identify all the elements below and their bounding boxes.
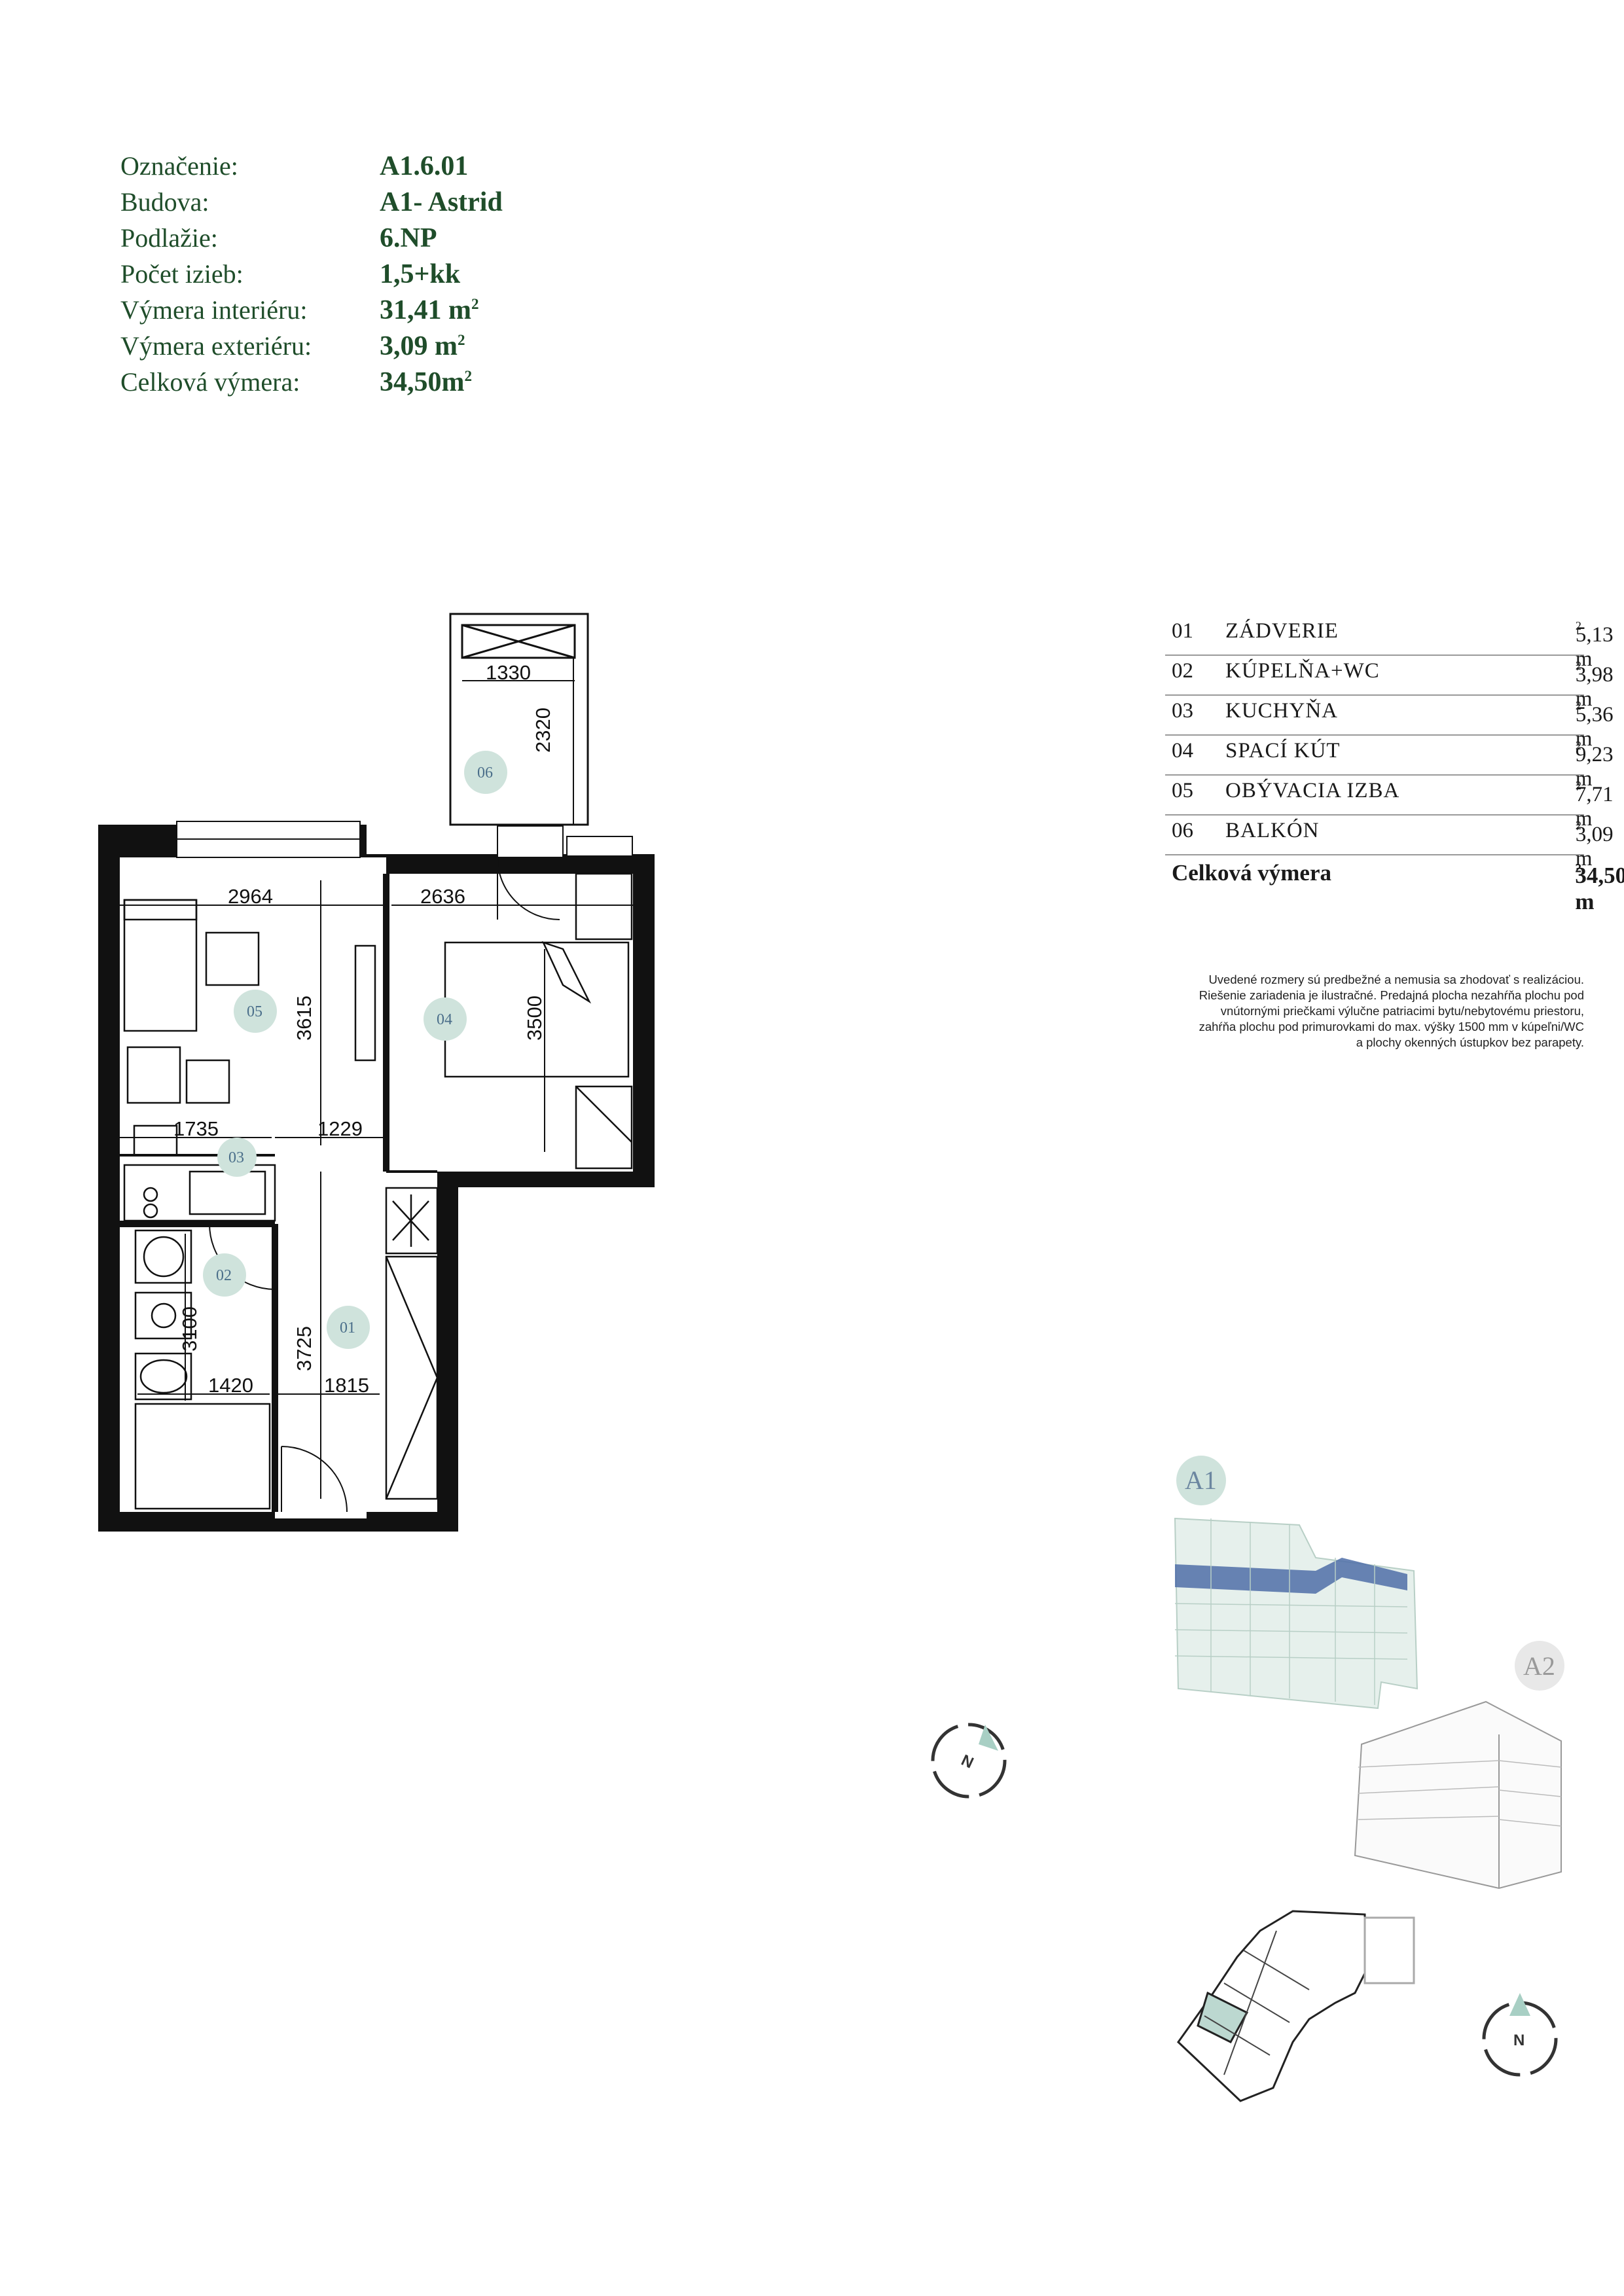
balcony (449, 613, 589, 826)
dim-2964: 2964 (228, 885, 273, 908)
room-label-04: 04 (437, 1011, 452, 1028)
outer-walls (98, 825, 655, 1532)
room-label-03: 03 (228, 1149, 244, 1166)
room-label-01: 01 (340, 1319, 355, 1336)
compass-icon (931, 1723, 1007, 1799)
compass-n-label: N (1513, 2032, 1525, 2049)
compass-n-label: N (958, 1751, 976, 1772)
site-plan (1177, 1910, 1415, 2102)
dim-2636: 2636 (420, 885, 465, 908)
interior-walls (120, 874, 437, 1512)
room-markers: 06 05 04 03 02 01 (203, 751, 507, 1349)
furniture (123, 872, 633, 1510)
room-label-02: 02 (216, 1267, 232, 1284)
dim-1229: 1229 (317, 1117, 363, 1140)
dim-3615: 3615 (293, 996, 316, 1041)
dim-2320: 2320 (532, 708, 554, 753)
building-a2-illustration (1354, 1641, 1564, 1890)
building-a1-label: A1 (1185, 1465, 1217, 1495)
building-a1-illustration (1174, 1456, 1418, 1710)
dimension-lines (120, 658, 633, 1499)
room-label-06: 06 (477, 764, 493, 781)
dim-1330: 1330 (486, 661, 531, 684)
compass-icon (1482, 1993, 1558, 2077)
building-a2-label: A2 (1523, 1651, 1555, 1681)
dim-3500: 3500 (523, 996, 546, 1041)
dim-1420: 1420 (208, 1374, 253, 1397)
dim-1815: 1815 (324, 1374, 369, 1397)
dim-3725: 3725 (293, 1326, 316, 1371)
room-label-05: 05 (247, 1003, 262, 1020)
dim-3100: 3100 (178, 1306, 201, 1352)
dim-1735: 1735 (173, 1117, 219, 1140)
windows (176, 821, 633, 858)
disclaimer-note: Uvedené rozmery sú predbežné a nemusia s… (1199, 973, 1584, 1049)
